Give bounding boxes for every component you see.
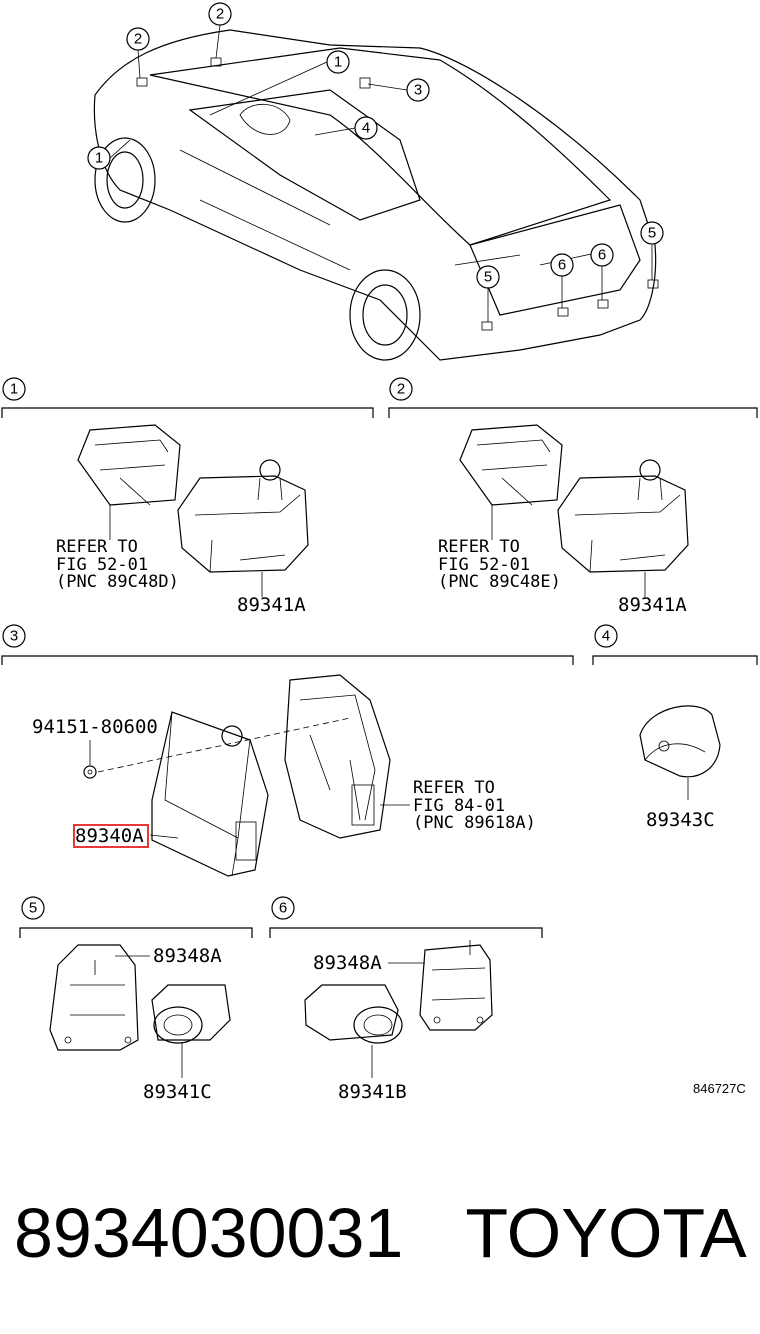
bolt-nut	[83, 765, 97, 779]
section-6: 6 89348A 89341B	[269, 896, 543, 1103]
section-5: 5 89348A 89341C	[19, 896, 253, 1103]
section-3: 3 94151-80600 89340A REFER TO FIG 84-01 …	[1, 624, 574, 877]
svg-text:2: 2	[216, 6, 224, 23]
svg-text:(PNC 89C48D): (PNC 89C48D)	[56, 572, 179, 592]
section-2: 2 REFER TO FIG 52-01 (PNC 89C48E) 89341A	[388, 377, 758, 616]
part-number: 8934030031	[14, 1194, 404, 1272]
svg-text:89343C: 89343C	[646, 809, 715, 831]
svg-text:89348A: 89348A	[313, 952, 382, 974]
callout-3: 3	[367, 78, 430, 102]
bracket-89348A-left	[49, 944, 139, 1051]
bracket-assembly	[284, 674, 391, 839]
svg-text:REFER TO: REFER TO	[438, 537, 520, 557]
svg-text:5: 5	[29, 900, 37, 917]
svg-text:89341A: 89341A	[237, 594, 306, 616]
callout-1-front: 1	[87, 139, 131, 170]
svg-text:89348A: 89348A	[153, 945, 222, 967]
connector-shroud-2	[459, 424, 563, 506]
svg-text:3: 3	[414, 82, 422, 99]
svg-text:1: 1	[334, 54, 342, 71]
svg-text:4: 4	[362, 120, 370, 137]
svg-text:89341A: 89341A	[618, 594, 687, 616]
sensor-module-89341A-right	[557, 459, 689, 573]
overview-callouts: 1 2 2 1 3 4 5 5 6 6	[87, 2, 664, 322]
svg-text:FIG 84-01: FIG 84-01	[413, 796, 505, 816]
connector-shroud-1	[77, 424, 181, 506]
svg-text:94151-80600: 94151-80600	[32, 716, 158, 738]
svg-text:FIG 52-01: FIG 52-01	[56, 555, 148, 575]
svg-text:6: 6	[558, 257, 566, 274]
highlight-box	[73, 824, 149, 848]
svg-text:6: 6	[279, 900, 287, 917]
section-4: 4 89343C	[592, 624, 758, 831]
figure-reference: 846727C	[693, 1081, 746, 1096]
ecu-89340A	[151, 711, 269, 877]
sensor-89341C	[151, 984, 231, 1044]
svg-text:REFER TO: REFER TO	[413, 778, 495, 798]
svg-text:FIG 52-01: FIG 52-01	[438, 555, 530, 575]
callout-5-right: 5	[640, 221, 664, 280]
svg-text:1: 1	[10, 381, 18, 398]
sensor-module-89341A-left	[177, 459, 309, 573]
svg-text:2: 2	[134, 31, 142, 48]
callout-6-right: 6	[590, 243, 614, 300]
sensor-89343C	[639, 705, 721, 778]
footer: 8934030031 TOYOTA	[14, 1190, 754, 1280]
parts-diagram: 1 2 2 1 3 4 5 5 6 6 1 REFER TO FIG 52-01…	[1, 2, 758, 1103]
svg-text:89341B: 89341B	[338, 1081, 407, 1103]
callout-2-left: 2	[126, 27, 150, 79]
svg-text:5: 5	[484, 269, 492, 286]
svg-text:(PNC 89C48E): (PNC 89C48E)	[438, 572, 561, 592]
car-overview	[93, 29, 659, 361]
svg-text:89340A: 89340A	[75, 825, 144, 847]
sensor-89341B	[304, 984, 403, 1044]
svg-text:(PNC 89618A): (PNC 89618A)	[413, 813, 536, 833]
callout-6-left: 6	[550, 253, 574, 308]
svg-text:REFER TO: REFER TO	[56, 537, 138, 557]
brand-name: TOYOTA	[465, 1194, 747, 1272]
svg-text:2: 2	[397, 381, 405, 398]
svg-text:1: 1	[95, 150, 103, 167]
callout-5-left: 5	[476, 265, 500, 322]
callout-2-top: 2	[208, 2, 232, 59]
svg-text:4: 4	[602, 628, 610, 645]
callout-4: 4	[314, 116, 378, 140]
svg-text:89341C: 89341C	[143, 1081, 212, 1103]
callout-1-mid: 1	[209, 50, 350, 116]
bracket-89348A-right	[419, 940, 493, 1031]
section-1: 1 REFER TO FIG 52-01 (PNC 89C48D) 89341A	[1, 377, 374, 616]
svg-text:5: 5	[648, 225, 656, 242]
svg-text:3: 3	[10, 628, 18, 645]
svg-text:6: 6	[598, 247, 606, 264]
